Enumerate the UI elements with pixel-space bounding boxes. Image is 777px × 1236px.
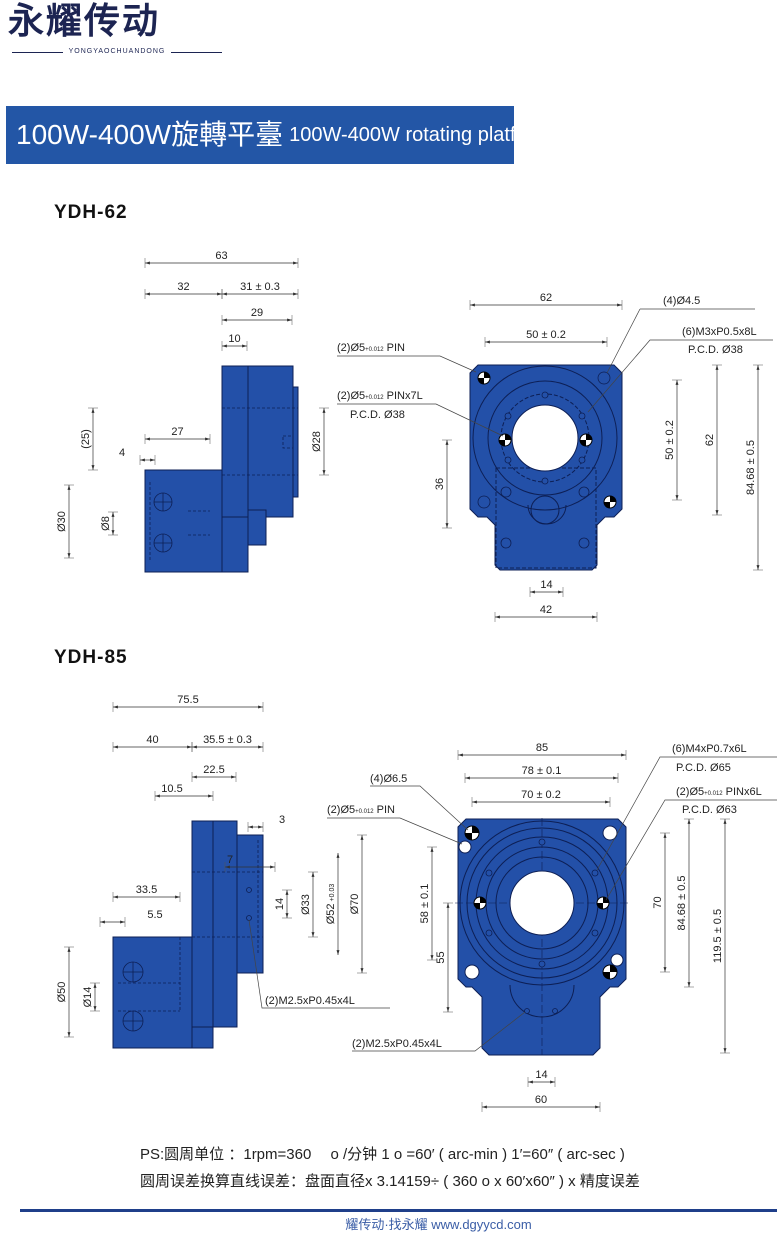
callout-thread-pcd: P.C.D. Ø38 bbox=[688, 344, 743, 356]
brand-logo: 永耀传动 bbox=[8, 0, 161, 41]
dim-1195-label: 119.5 ± 0.5 bbox=[712, 909, 724, 963]
ydh85-front-view bbox=[455, 818, 630, 1056]
title-en: 100W-400W rotating platform bbox=[289, 124, 550, 146]
dim-7-label: 7 bbox=[227, 854, 233, 866]
ydh62-side-view bbox=[144, 365, 299, 573]
dim-52-label: Ø52+0.03 bbox=[325, 884, 337, 925]
dim-14-label: 14 bbox=[540, 579, 552, 591]
callout-pin-pcd: P.C.D. Ø63 bbox=[682, 804, 737, 816]
dim-14-label: 14 bbox=[274, 898, 286, 910]
dim-40-label: 40 bbox=[146, 734, 158, 746]
dim-78-label: 78 ± 0.1 bbox=[522, 765, 562, 777]
dim-30-label: Ø30 bbox=[56, 511, 68, 532]
dim-8-label: Ø8 bbox=[100, 516, 112, 531]
dim-63-label: 63 bbox=[215, 250, 227, 262]
callout-thread: (6)M3xP0.5x8L bbox=[682, 326, 757, 338]
dim-42-label: 42 bbox=[540, 604, 552, 616]
dim-70-label: Ø70 bbox=[349, 894, 361, 915]
leader-lines bbox=[248, 308, 777, 1052]
dim-4-label: 4 bbox=[119, 447, 125, 459]
dim-58-label: 58 ± 0.1 bbox=[419, 884, 431, 924]
callout-holes: (4)Ø6.5 bbox=[370, 773, 407, 785]
dim-70v-label: 70 bbox=[652, 896, 664, 908]
note-line-1: PS:圆周单位 ：1rpm=360 o /分钟 1 o =60′ ( arc-m… bbox=[140, 1146, 625, 1163]
page-title: 100W-400W旋轉平臺 100W-400W rotating platfor… bbox=[6, 106, 550, 164]
dim-62w-label: 62 bbox=[540, 292, 552, 304]
dim-8468-label: 84.68 ± 0.5 bbox=[745, 440, 757, 495]
dim-33-label: Ø33 bbox=[300, 894, 312, 915]
dim-27-label: 27 bbox=[171, 426, 183, 438]
dim-14b-label: Ø14 bbox=[82, 987, 94, 1008]
dim-25-label: (25) bbox=[80, 429, 92, 449]
callout-thread-b: (2)M2.5xP0.45x4L bbox=[352, 1038, 442, 1050]
dim-28-label: Ø28 bbox=[311, 431, 323, 452]
title-cn: 100W-400W旋轉平臺 bbox=[16, 119, 284, 151]
dim-8468-label: 84.68 ± 0.5 bbox=[676, 876, 688, 931]
callout-thread-pcd: P.C.D. Ø65 bbox=[676, 762, 731, 774]
model-label: YDH-85 bbox=[54, 647, 128, 668]
callout-pcd: P.C.D. Ø38 bbox=[350, 409, 405, 421]
dim-755-label: 75.5 bbox=[177, 694, 198, 706]
dim-62v-label: 62 bbox=[704, 434, 716, 446]
callout-side-thread: (2)M2.5xP0.45x4L bbox=[265, 995, 355, 1007]
dim-335-label: 33.5 bbox=[136, 884, 157, 896]
dim-50v-label: 50 ± 0.2 bbox=[664, 420, 676, 460]
dim-55-label: 5.5 bbox=[147, 909, 162, 921]
dim-85-label: 85 bbox=[536, 742, 548, 754]
pin-mark-icons bbox=[477, 371, 617, 509]
dim-225-label: 22.5 bbox=[203, 764, 224, 776]
brand-pinyin: YONGYAOCHUANDONG bbox=[12, 47, 222, 57]
dim-355-label: 35.5 ± 0.3 bbox=[203, 734, 252, 746]
note-line-2: 圆周误差换算直线误差：盘面直径x 3.14159÷ ( 360 o x 60′x… bbox=[140, 1173, 640, 1190]
dim-55v-label: 55 bbox=[435, 951, 447, 963]
dim-70w-label: 70 ± 0.2 bbox=[521, 789, 561, 801]
dim-105-label: 10.5 bbox=[161, 783, 182, 795]
brand-pinyin-text: YONGYAOCHUANDONG bbox=[68, 48, 166, 55]
dim-3-label: 3 bbox=[279, 814, 285, 826]
callout-thread: (6)M4xP0.7x6L bbox=[672, 743, 747, 755]
dim-50w-label: 50 ± 0.2 bbox=[526, 329, 566, 341]
dim-60-label: 60 bbox=[535, 1094, 547, 1106]
model-label: YDH-62 bbox=[54, 202, 128, 223]
footer-text: 耀传动·找永耀 www.dgyycd.com bbox=[345, 1217, 532, 1232]
dim-14f-label: 14 bbox=[535, 1069, 547, 1081]
footer-divider bbox=[20, 1209, 777, 1212]
dim-32-label: 32 bbox=[177, 281, 189, 293]
dim-50-label: Ø50 bbox=[56, 982, 68, 1003]
callout-holes: (4)Ø4.5 bbox=[663, 295, 700, 307]
pin-mark-icons bbox=[464, 825, 618, 980]
dim-36-label: 36 bbox=[434, 478, 446, 490]
dim-29-label: 29 bbox=[251, 307, 263, 319]
dim-10-label: 10 bbox=[228, 333, 240, 345]
ydh85-side-view bbox=[112, 820, 264, 1049]
dim-31-label: 31 ± 0.3 bbox=[240, 281, 280, 293]
ydh62-front-view bbox=[469, 364, 623, 571]
